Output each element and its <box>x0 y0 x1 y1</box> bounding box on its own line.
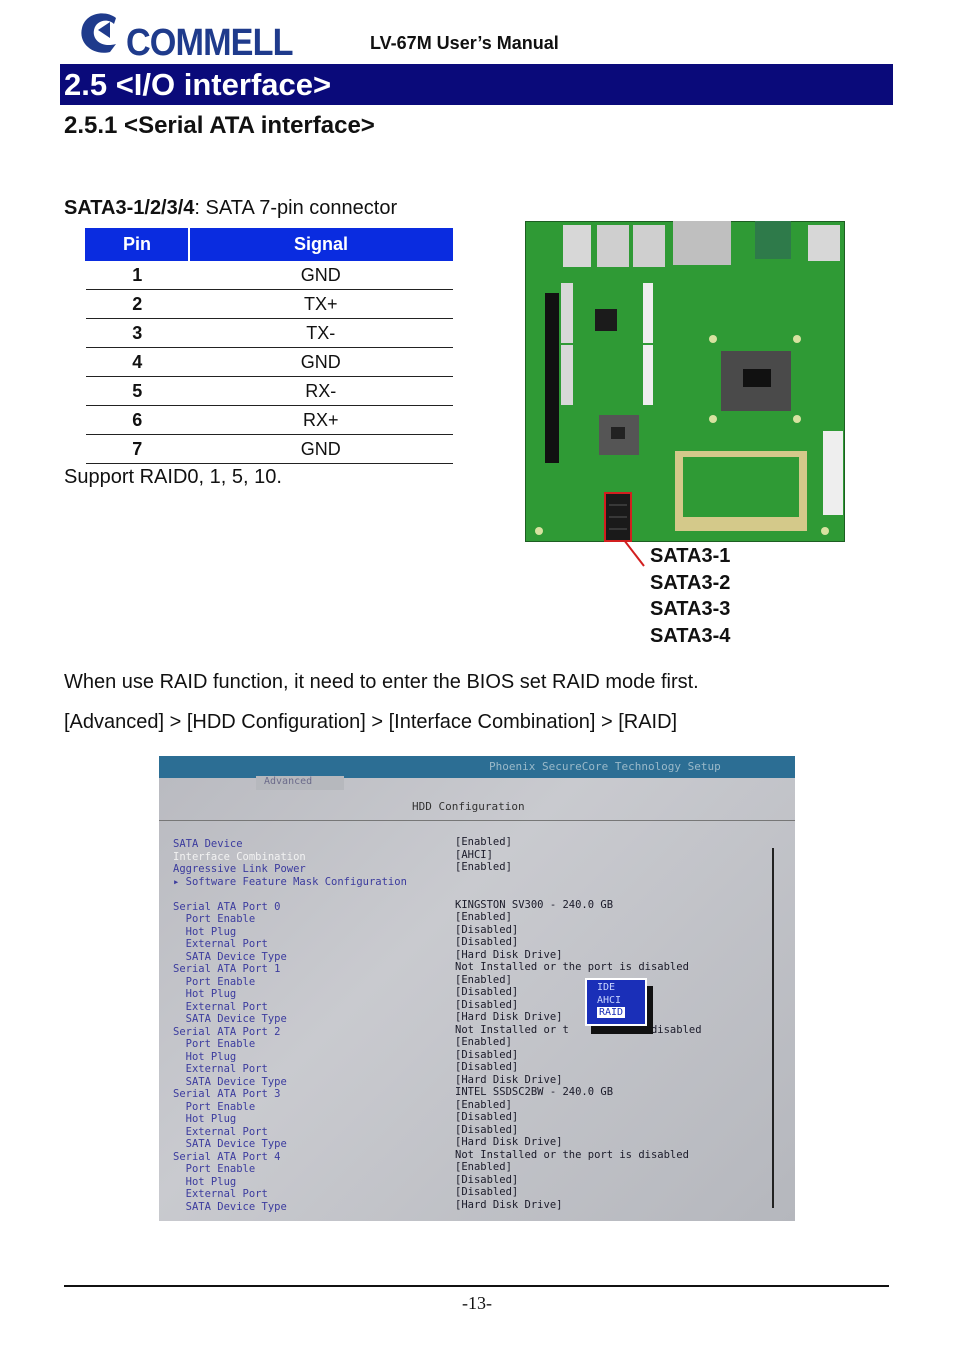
logo-text: COMMELL <box>126 22 293 64</box>
pin-cell: 3 <box>85 318 189 348</box>
bios-option-raid: RAID <box>597 1007 626 1018</box>
connector-name: SATA3-1/2/3/4 <box>64 197 195 219</box>
section-title: 2.5 <I/O interface> <box>60 64 893 105</box>
pin-cell: 6 <box>85 405 189 435</box>
raid-note: When use RAID function, it need to enter… <box>64 671 699 693</box>
signal-cell: RX- <box>189 376 453 406</box>
pin-cell: 5 <box>85 376 189 406</box>
bios-mode-popup: IDE AHCI RAID <box>585 978 647 1026</box>
sata-label: SATA3-3 <box>650 598 731 620</box>
sata-label: SATA3-4 <box>650 624 731 647</box>
bios-title: Phoenix SecureCore Technology Setup <box>489 760 721 773</box>
signal-cell: GND <box>189 260 453 290</box>
pin-column-header: Pin <box>85 228 190 261</box>
bios-screenshot: Phoenix SecureCore Technology Setup Adva… <box>159 756 795 1221</box>
signal-cell: TX+ <box>189 289 453 319</box>
connector-type: : SATA 7-pin connector <box>194 197 398 219</box>
bios-menu-items: SATA Device Interface Combination Aggres… <box>173 838 407 1213</box>
connector-description: SATA3-1/2/3/4: SATA 7-pin connector <box>64 197 397 220</box>
bios-header: HDD Configuration <box>159 790 795 821</box>
subsection-title: 2.5.1 <Serial ATA interface> <box>64 112 375 139</box>
signal-cell: GND <box>189 347 453 377</box>
motherboard-image <box>525 221 845 542</box>
pin-cell: 4 <box>85 347 189 377</box>
logo-mark-icon <box>81 13 116 53</box>
signal-cell: TX- <box>189 318 453 348</box>
sata-label: SATA3-2 <box>650 571 731 594</box>
signal-column-header: Signal <box>188 228 453 261</box>
raid-support-text: Support RAID0, 1, 5, 10. <box>64 466 282 488</box>
pin-table-header-row: Pin Signal <box>85 228 453 261</box>
sata-label-list: SATA3-1 SATA3-2 SATA3-3 SATA3-4 <box>650 543 730 649</box>
bios-tab-advanced: Advanced <box>256 776 344 790</box>
bios-page-title: HDD Configuration <box>412 800 525 813</box>
sata-label: SATA3-1 <box>650 545 731 567</box>
signal-cell: RX+ <box>189 405 453 435</box>
bios-option-ide: IDE <box>597 982 616 993</box>
bios-path: [Advanced] > [HDD Configuration] > [Inte… <box>64 711 678 733</box>
pin-cell: 7 <box>85 434 189 464</box>
bios-title-bar: Phoenix SecureCore Technology Setup <box>159 756 795 778</box>
pin-cell: 2 <box>85 289 189 319</box>
sata-pointer-line <box>623 540 645 567</box>
bios-menu-values: [Enabled] [AHCI] [Enabled] KINGSTON SV30… <box>455 836 702 1211</box>
signal-cell: GND <box>189 434 453 464</box>
commell-logo: COMMELL <box>76 6 304 64</box>
bios-scrollbar <box>772 848 774 1208</box>
bios-option-ahci: AHCI <box>597 994 622 1006</box>
pin-cell: 1 <box>85 260 189 290</box>
manual-title: LV-67M User’s Manual <box>370 33 559 53</box>
page-number: -13- <box>462 1293 492 1313</box>
footer-divider <box>64 1285 889 1287</box>
